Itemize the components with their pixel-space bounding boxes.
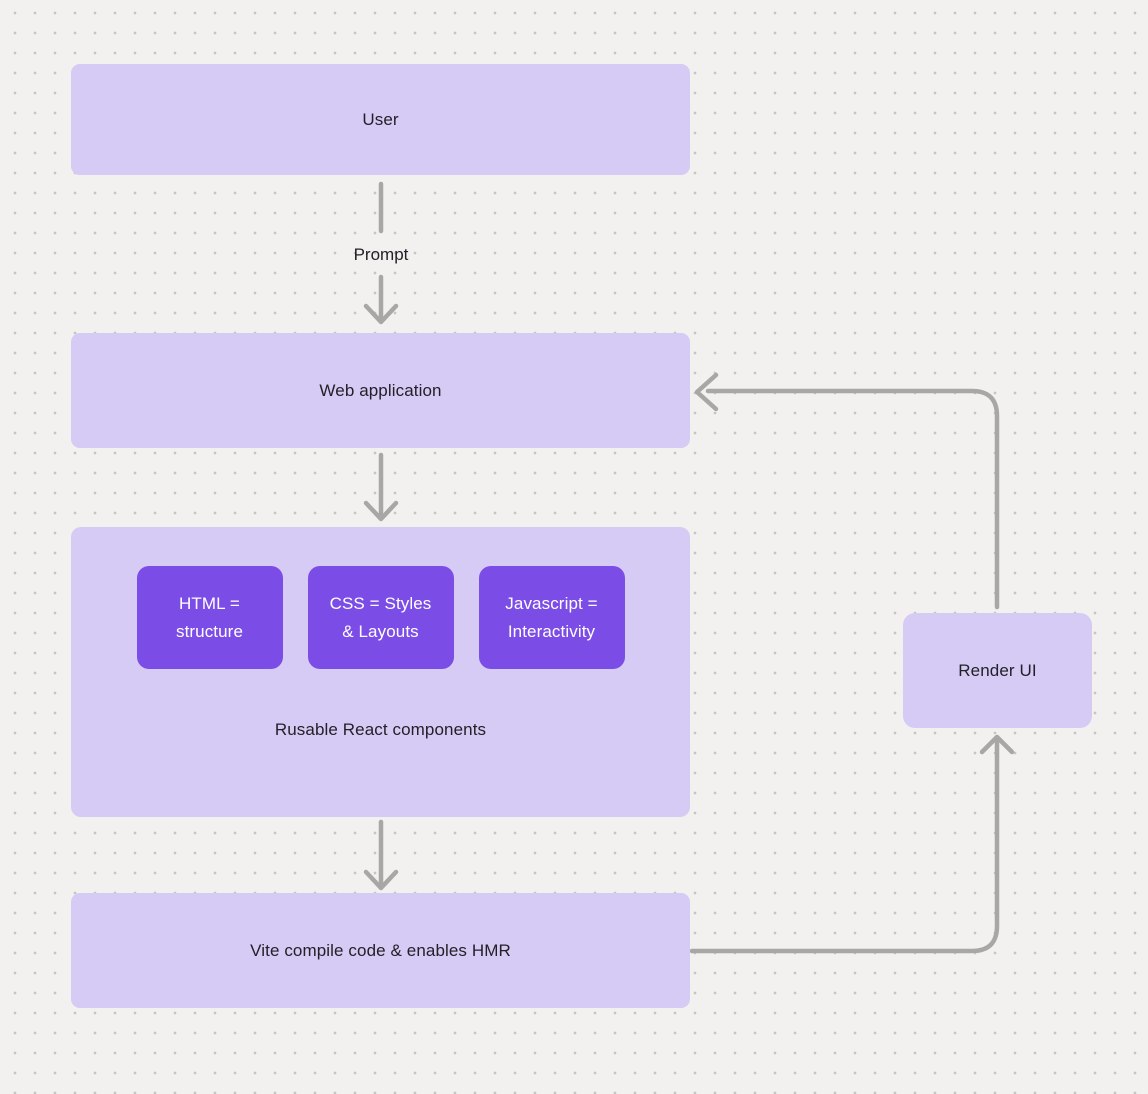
chip-html-line1: HTML = bbox=[179, 593, 240, 613]
arrow-render-to-webapp-shaft bbox=[705, 388, 1000, 610]
arrow-vite-to-render-shaft bbox=[689, 739, 1000, 954]
chip-css-line2: & Layouts bbox=[342, 621, 419, 641]
arrow-prompt-to-webapp-head bbox=[363, 303, 399, 325]
chip-javascript-line2: Interactivity bbox=[507, 621, 596, 641]
chip-javascript-line1: Javascript = bbox=[505, 593, 598, 613]
chip-javascript: Javascript = Interactivity bbox=[478, 566, 625, 669]
chip-row: HTML = structure CSS = Styles & Layouts … bbox=[71, 566, 690, 669]
arrow-render-to-webapp-head bbox=[694, 372, 719, 412]
node-vite: Vite compile code & enables HMR bbox=[71, 893, 690, 1008]
edge-label-prompt: Prompt bbox=[281, 245, 481, 265]
edge-label-prompt-text: Prompt bbox=[353, 245, 409, 264]
node-react-components-group: HTML = structure CSS = Styles & Layouts … bbox=[71, 527, 690, 817]
arrow-webapp-to-group-head bbox=[363, 500, 399, 522]
chip-css-line1: CSS = Styles bbox=[329, 593, 432, 613]
arrow-vite-to-render-head bbox=[979, 734, 1015, 755]
node-user: User bbox=[71, 64, 690, 175]
node-render-ui: Render UI bbox=[903, 613, 1092, 728]
chip-css: CSS = Styles & Layouts bbox=[307, 566, 454, 669]
chip-html-line2: structure bbox=[175, 621, 244, 641]
node-vite-label: Vite compile code & enables HMR bbox=[250, 940, 511, 960]
group-caption: Rusable React components bbox=[274, 720, 487, 739]
arrow-group-to-vite-head bbox=[363, 869, 399, 891]
chip-html: HTML = structure bbox=[136, 566, 283, 669]
node-render-ui-label: Render UI bbox=[958, 660, 1037, 680]
node-user-label: User bbox=[362, 109, 399, 129]
node-web-application: Web application bbox=[71, 333, 690, 448]
node-web-application-label: Web application bbox=[319, 380, 442, 400]
